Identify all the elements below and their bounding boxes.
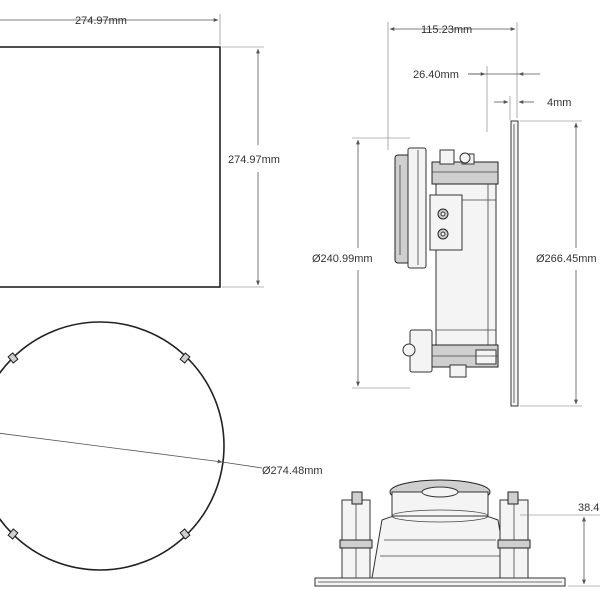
clip-tab	[179, 528, 191, 540]
front-square-view: 274.97mm 274.97mm	[0, 14, 280, 288]
round-grille-outline	[0, 321, 225, 571]
square-grille-outline	[0, 46, 221, 288]
side-inner-diameter-label: Ø240.99mm	[312, 253, 373, 265]
round-diameter-label: Ø274.48mm	[262, 465, 323, 477]
side-view: 115.23mm 26.40mm 4mm Ø240.99mm Ø266.45mm	[312, 22, 597, 407]
bottom-side-view: 38.4	[314, 479, 600, 587]
side-flange-label: 4mm	[547, 97, 571, 109]
clip-tab	[179, 352, 191, 364]
front-height-label: 274.97mm	[228, 154, 280, 166]
driver-housing	[371, 508, 509, 579]
clip-tab	[7, 352, 19, 364]
bottom-height-label: 38.4	[578, 502, 599, 514]
terminal-block	[429, 194, 463, 251]
side-depth-label: 115.23mm	[421, 24, 472, 36]
side-outer-diameter-label: Ø266.45mm	[536, 253, 597, 265]
top-clamp	[431, 161, 499, 185]
grille-flange	[510, 120, 519, 407]
round-diameter-leader	[0, 432, 223, 464]
front-width-label: 274.97mm	[75, 15, 127, 27]
clip-tab	[7, 528, 19, 540]
round-view: Ø274.48mm	[0, 321, 323, 571]
side-mount-depth-label: 26.40mm	[413, 69, 459, 81]
